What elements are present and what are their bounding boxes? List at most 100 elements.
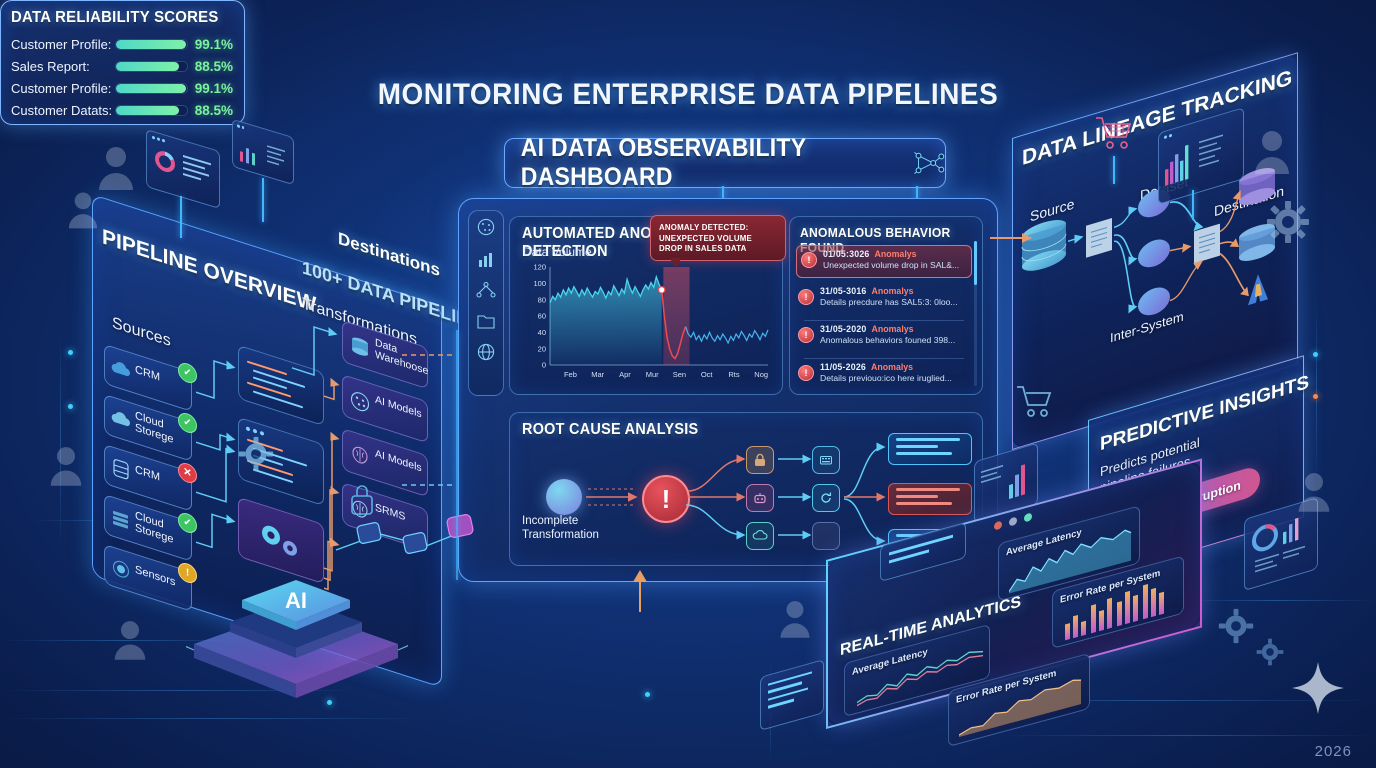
lock-node[interactable] xyxy=(746,446,774,474)
anomaly-tag: Anomalys xyxy=(871,286,914,296)
connector-window-mock xyxy=(1192,190,1194,220)
origin-label: Incomplete Transformation xyxy=(522,515,599,541)
svg-text:Oct: Oct xyxy=(701,370,714,379)
reliability-bar xyxy=(115,61,188,72)
robot-node[interactable] xyxy=(746,484,774,512)
origin-node[interactable] xyxy=(546,479,582,515)
source-item[interactable]: Sensors ! xyxy=(104,543,197,612)
anomaly-card-title: AUTOMATED ANOMALY DETECTION xyxy=(522,225,693,260)
anomaly-list-item[interactable]: ! 11/05-2026 Anomalys Details previouo:i… xyxy=(798,362,966,391)
alert-icon: ! xyxy=(798,365,814,381)
gear-icon xyxy=(1256,638,1284,666)
blank-node[interactable] xyxy=(812,522,840,550)
svg-text:Mur: Mur xyxy=(646,370,659,379)
source-item[interactable]: CRM ✓ xyxy=(104,343,197,412)
gear-icon xyxy=(1267,201,1309,243)
user-avatar-icon xyxy=(1298,473,1330,512)
cloud-data-icon xyxy=(752,530,768,540)
svg-text:Rts: Rts xyxy=(728,370,740,379)
anomaly-list-item[interactable]: ! 31/05-3016 Anomalys Details precdure h… xyxy=(798,286,966,315)
transformation-gears-node[interactable] xyxy=(238,496,324,585)
brain-circuit-icon xyxy=(350,392,370,412)
root-cause-title: ROOT CAUSE ANALYSIS xyxy=(522,421,699,438)
reliability-row: Sales Report: 88.5% xyxy=(11,56,233,77)
intersystem-document xyxy=(1194,223,1220,264)
svg-text:20: 20 xyxy=(538,344,546,353)
brain-icon xyxy=(352,446,368,464)
reliability-row: Customer Profile: 99.1% xyxy=(11,78,233,99)
error-rate-area-chart xyxy=(959,679,1082,738)
lock-icon xyxy=(755,453,765,466)
sparkle-star-icon xyxy=(1292,662,1344,714)
destination-item[interactable]: AI Models xyxy=(342,427,428,498)
reliability-row: Customer Profile: 99.1% xyxy=(11,34,233,55)
error-node[interactable]: ! xyxy=(642,475,690,523)
globe-icon[interactable] xyxy=(475,341,497,363)
connector-dashes xyxy=(402,484,454,486)
latency-sparkline xyxy=(857,650,984,707)
page-title: MONITORING ENTERPRISE DATA PIPELINES xyxy=(377,78,999,111)
stack-icon xyxy=(113,510,128,529)
ai-chip: AI xyxy=(179,572,413,702)
analytics-card[interactable]: Average Latency xyxy=(844,623,990,718)
result-card[interactable] xyxy=(888,433,972,465)
reliability-value: 99.1% xyxy=(194,81,233,96)
dataset-oval xyxy=(1138,287,1170,316)
anomaly-list-item[interactable]: ! 01/05:3026 Anomalys Unexpected volume … xyxy=(796,245,972,278)
reliability-value: 99.1% xyxy=(194,37,233,52)
bar-chart-icon[interactable] xyxy=(475,248,497,270)
folder-icon[interactable] xyxy=(475,310,497,332)
destination-cylinder xyxy=(1239,168,1275,205)
gear-icon xyxy=(1218,608,1254,644)
shopping-cart-icon xyxy=(1017,386,1052,417)
error-rate-bar-chart xyxy=(1065,584,1164,641)
year-label: 2026 xyxy=(1314,743,1352,760)
list-scrollbar[interactable] xyxy=(974,241,977,386)
svg-text:Mar: Mar xyxy=(591,370,604,379)
connector-dashes xyxy=(402,354,454,356)
source-item[interactable]: CRM ✕ xyxy=(104,443,197,512)
database-icon xyxy=(352,337,368,356)
user-avatar-icon xyxy=(114,621,146,660)
destination-item[interactable]: Data Warehoose xyxy=(342,319,428,390)
anomaly-tag: Anomalys xyxy=(871,324,914,334)
ai-chip-label: AI xyxy=(285,588,307,613)
source-item[interactable]: Cloud Storege ✓ xyxy=(104,493,197,562)
analytics-card[interactable]: Error Rate per System xyxy=(948,652,1090,748)
user-avatar-icon xyxy=(68,192,98,229)
cloud-data-node[interactable] xyxy=(746,522,774,550)
network-icon[interactable] xyxy=(475,279,497,301)
shopping-cart-icon xyxy=(1096,117,1132,149)
hero-banner[interactable]: AI DATA OBSERVABILITY DASHBOARD xyxy=(504,134,946,191)
destination-item[interactable]: AI Models xyxy=(342,373,428,444)
brain-icon[interactable] xyxy=(475,217,497,239)
hero-label: AI DATA OBSERVABILITY DASHBOARD xyxy=(520,134,806,191)
user-avatar-icon xyxy=(99,147,133,190)
connector-mockup-1 xyxy=(180,196,182,238)
callout-line-1: ANOMALY DETECTED: xyxy=(659,222,749,232)
anomaly-list-item[interactable]: ! 31/05-2020 Anomalys Anomalous behavior… xyxy=(798,324,966,353)
reliability-bar xyxy=(115,105,188,116)
ai-chip-svg: AI xyxy=(179,580,413,698)
reliability-title: DATA RELIABILITY SCORES xyxy=(11,9,219,26)
analytics-card[interactable]: Error Rate per System xyxy=(1052,555,1184,649)
alert-icon: ! xyxy=(801,252,817,268)
alert-icon: ! xyxy=(798,289,814,305)
refresh-cycle-node[interactable] xyxy=(812,484,840,512)
pie-chart-icon xyxy=(1252,517,1305,573)
anomaly-callout: ANOMALY DETECTED: UNEXPECTED VOLUME DROP… xyxy=(650,215,786,268)
latency-area-chart xyxy=(1009,529,1132,594)
data-stream-icons xyxy=(335,514,474,554)
svg-text:120: 120 xyxy=(533,263,546,272)
pipeline-overview-panel: PIPELINE OVERVIEW 100+ DATA PIPELINES Tr… xyxy=(86,100,493,708)
analytics-card[interactable]: Average Latency xyxy=(998,505,1140,602)
network-nodes-icon xyxy=(914,152,945,174)
result-card-error[interactable] xyxy=(888,483,972,515)
keyboard-node[interactable] xyxy=(812,446,840,474)
source-item[interactable]: Cloud Storege ✓ xyxy=(104,393,197,462)
window-mockup xyxy=(146,128,220,210)
user-avatar-icon xyxy=(780,601,810,638)
lock-glyph-icon xyxy=(351,485,373,515)
